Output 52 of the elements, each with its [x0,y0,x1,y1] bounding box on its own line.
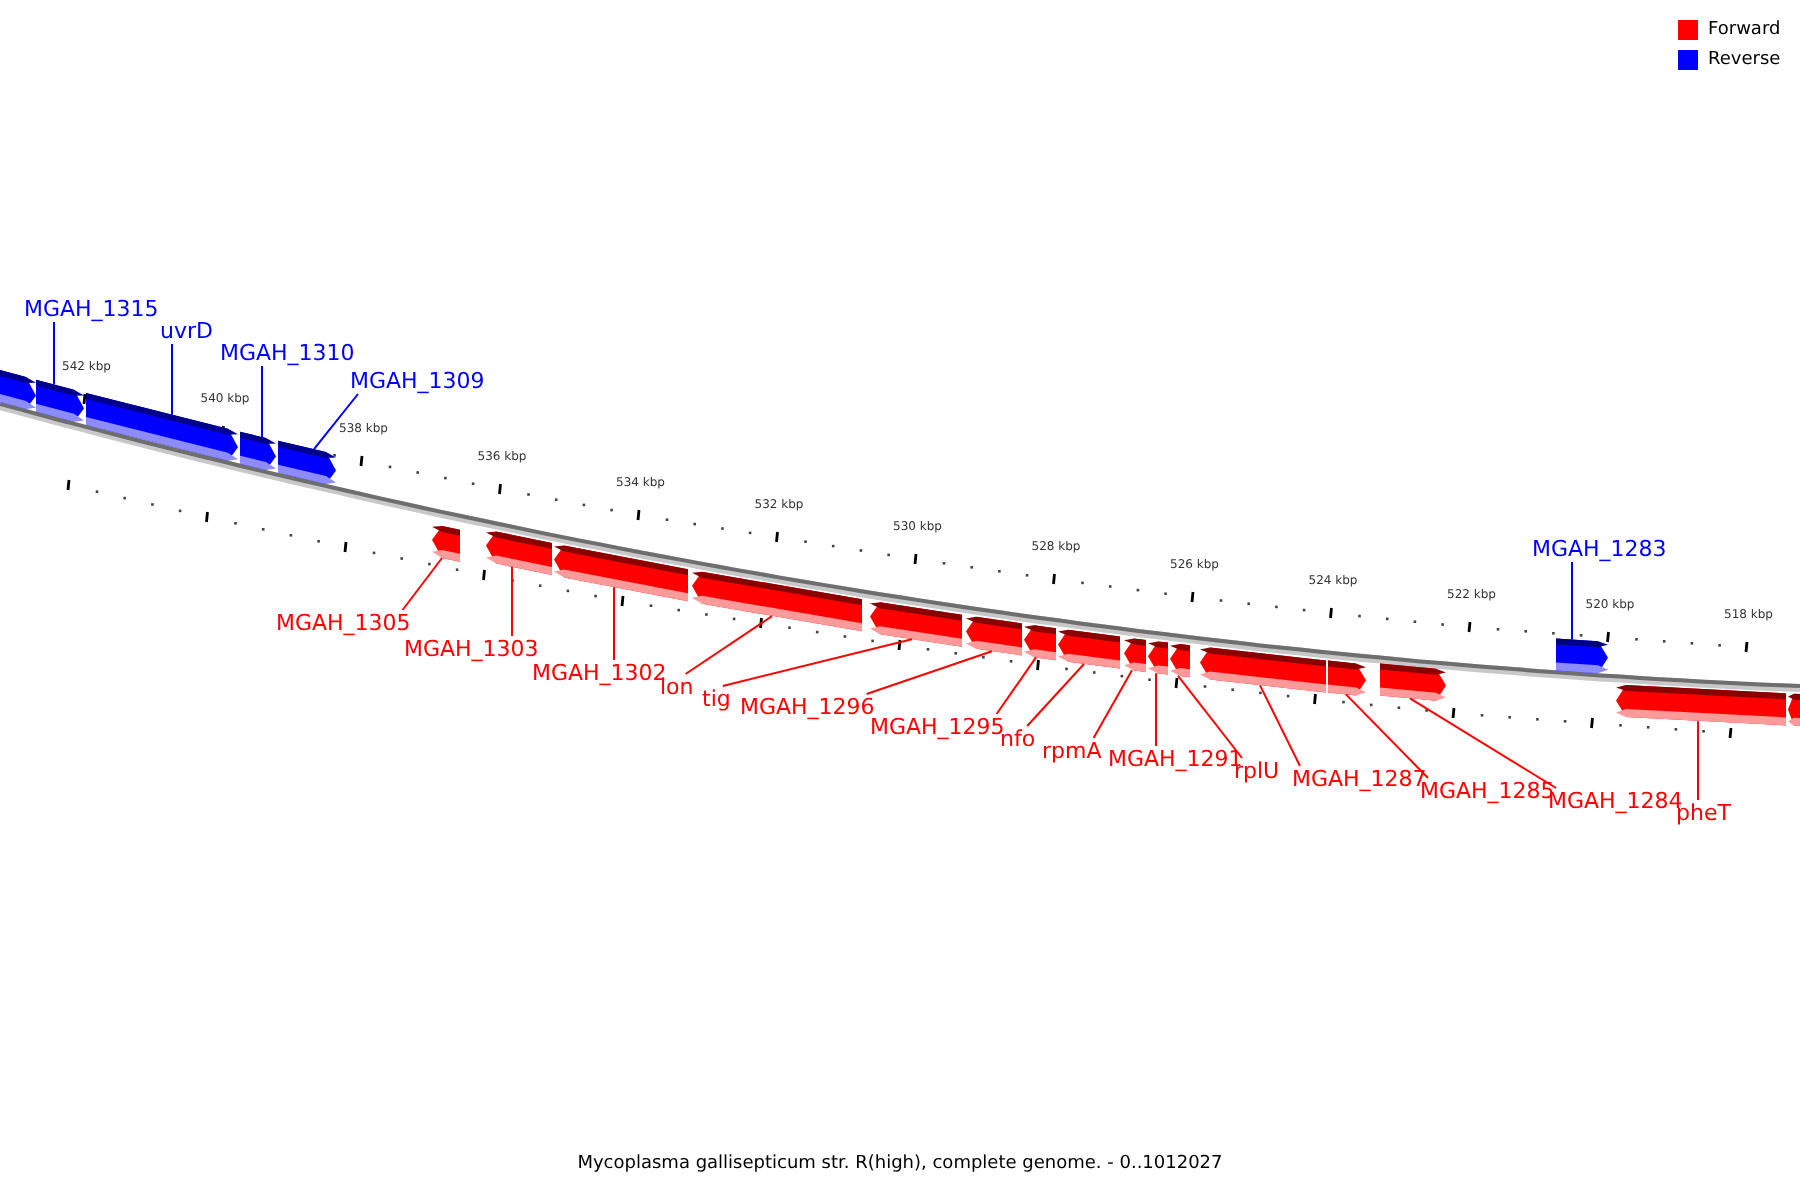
gene-label: MGAH_1310 [220,340,355,366]
gene-feature [486,531,552,575]
leader-line [1092,669,1133,739]
gene-label: MGAH_1296 [740,694,875,720]
gene-label: MGAH_1305 [276,610,411,636]
gene-feature [432,526,460,562]
leader-line [995,656,1037,715]
leader-line [313,393,359,451]
gene-feature [1148,641,1168,675]
gene-label: MGAH_1315 [24,296,159,322]
gene-label: MGAH_1303 [404,636,539,662]
gene-feature [1380,663,1446,701]
gene-label: uvrD [160,318,213,344]
leader-line [511,565,513,637]
gene-label: MGAH_1295 [870,714,1005,740]
gene-label: MGAH_1283 [1532,536,1667,562]
leader-line [1409,697,1557,789]
leader-line [1697,720,1699,801]
legend-label: Reverse [1708,50,1781,70]
gene-feature [240,431,276,470]
leader-line [1571,561,1573,641]
gene-feature [1556,638,1608,674]
leader-line [865,650,993,695]
gene-feature [870,602,962,647]
gene-feature [1170,644,1190,678]
leader-line [684,615,773,675]
gene-label: nfo [1000,726,1036,752]
gene-feature [1788,693,1800,726]
leader-line [171,343,173,416]
leader-line [1177,674,1243,759]
gene-feature [1024,625,1056,661]
leader-line [261,365,263,438]
gene-feature [1328,660,1366,696]
gene-label: MGAH_1309 [350,368,485,394]
gene-feature [966,616,1022,656]
leader-line [1345,693,1429,779]
leader-line [401,557,443,611]
gene-feature [36,379,84,422]
leader-line [721,638,913,687]
gene-feature [0,370,36,409]
gene-feature [692,571,862,632]
caption: Mycoplasma gallisepticum str. R(high), complete genome. - 0..1012027 [577,1154,1223,1176]
gene-label: rpmA [1042,738,1102,764]
legend-label: Forward [1708,20,1781,40]
leader-line [53,321,55,386]
leader-line [613,586,615,661]
leader-line [1259,684,1301,767]
gene-label: tig [702,686,731,712]
gene-feature [1124,638,1146,672]
gene-feature [278,440,336,484]
leader-line [1155,672,1157,747]
leader-line [1026,663,1085,727]
